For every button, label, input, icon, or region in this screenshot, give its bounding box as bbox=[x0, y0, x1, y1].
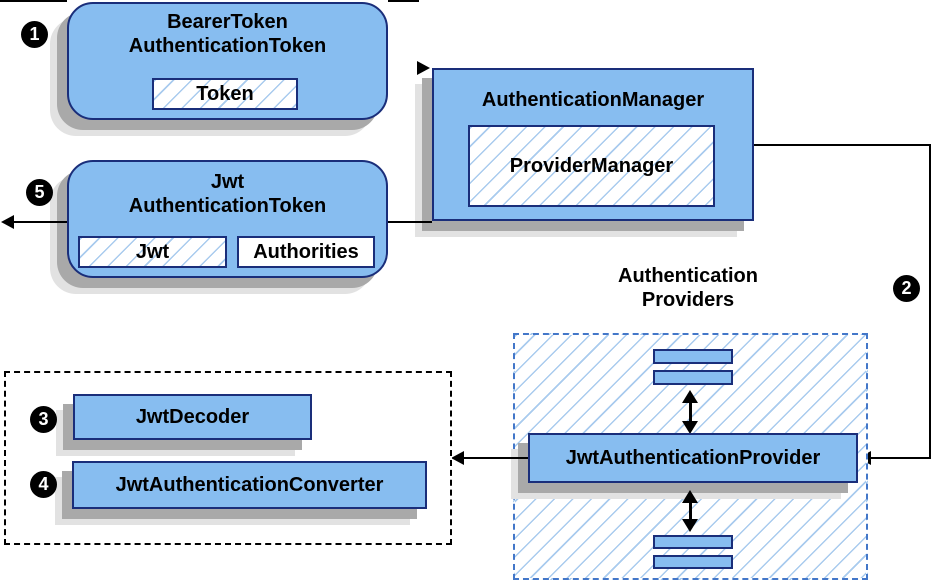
jwt-chip: Jwt bbox=[78, 236, 227, 268]
bidirectional-arrow-up-icon bbox=[682, 390, 698, 403]
step-5-arrow-line bbox=[13, 221, 67, 223]
step-3-badge: 3 bbox=[30, 406, 57, 433]
incoming-request-line bbox=[0, 0, 67, 2]
step-2-connector-bottom bbox=[871, 457, 931, 459]
bearer-token-title-line2: AuthenticationToken bbox=[128, 35, 327, 57]
bearer-token-title-line1: BearerToken bbox=[167, 11, 288, 33]
token-chip: Token bbox=[152, 78, 298, 110]
providers-heading-line2: Providers bbox=[641, 289, 735, 311]
bidirectional-arrow-down-icon bbox=[682, 421, 698, 434]
bidirectional-arrow-up-icon bbox=[682, 490, 698, 503]
authentication-manager-node: AuthenticationManager ProviderManager bbox=[432, 68, 754, 221]
decoder-converter-group: JwtDecoder JwtAuthenticationConverter bbox=[4, 371, 452, 545]
manager-to-jwt-token-line bbox=[388, 221, 432, 223]
authentication-providers-heading: Authentication Providers bbox=[563, 264, 813, 312]
step-5-arrowhead-icon bbox=[1, 215, 14, 229]
jwt-token-title-line1: Jwt bbox=[210, 171, 245, 193]
jwt-authentication-provider-node: JwtAuthenticationProvider bbox=[528, 433, 858, 483]
bidirectional-arrow-stem bbox=[689, 401, 692, 423]
jwt-authentication-token-node: Jwt AuthenticationToken Jwt Authorities bbox=[67, 160, 388, 278]
provider-slot-bar bbox=[653, 349, 733, 364]
jwt-authentication-converter-node: JwtAuthenticationConverter bbox=[72, 461, 427, 509]
step-1-arrow-line bbox=[388, 0, 419, 2]
bidirectional-arrow-stem bbox=[689, 501, 692, 521]
provider-slot-bar bbox=[653, 535, 733, 549]
step-3-arrowhead-icon bbox=[451, 451, 464, 465]
jwt-token-title-line2: AuthenticationToken bbox=[128, 195, 327, 217]
bearer-token-authentication-token-node: BearerToken AuthenticationToken Token bbox=[67, 2, 388, 120]
step-1-arrowhead-icon bbox=[417, 61, 430, 75]
bidirectional-arrow-down-icon bbox=[682, 519, 698, 532]
step-1-badge: 1 bbox=[21, 21, 48, 48]
provider-slot-bar bbox=[653, 555, 733, 569]
jwt-decoder-node: JwtDecoder bbox=[73, 394, 312, 440]
step-4-badge: 4 bbox=[30, 471, 57, 498]
step-2-connector-vertical bbox=[929, 144, 931, 459]
providers-heading-line1: Authentication bbox=[618, 265, 758, 287]
authorities-chip: Authorities bbox=[237, 236, 375, 268]
step-2-connector-top bbox=[754, 144, 931, 146]
authentication-providers-group: JwtAuthenticationProvider bbox=[513, 333, 868, 580]
step-3-arrow-line bbox=[464, 457, 528, 459]
provider-manager-chip: ProviderManager bbox=[468, 125, 715, 207]
step-2-badge: 2 bbox=[893, 275, 920, 302]
provider-slot-bar bbox=[653, 370, 733, 385]
step-5-badge: 5 bbox=[26, 179, 53, 206]
authentication-manager-title: AuthenticationManager bbox=[481, 89, 705, 111]
